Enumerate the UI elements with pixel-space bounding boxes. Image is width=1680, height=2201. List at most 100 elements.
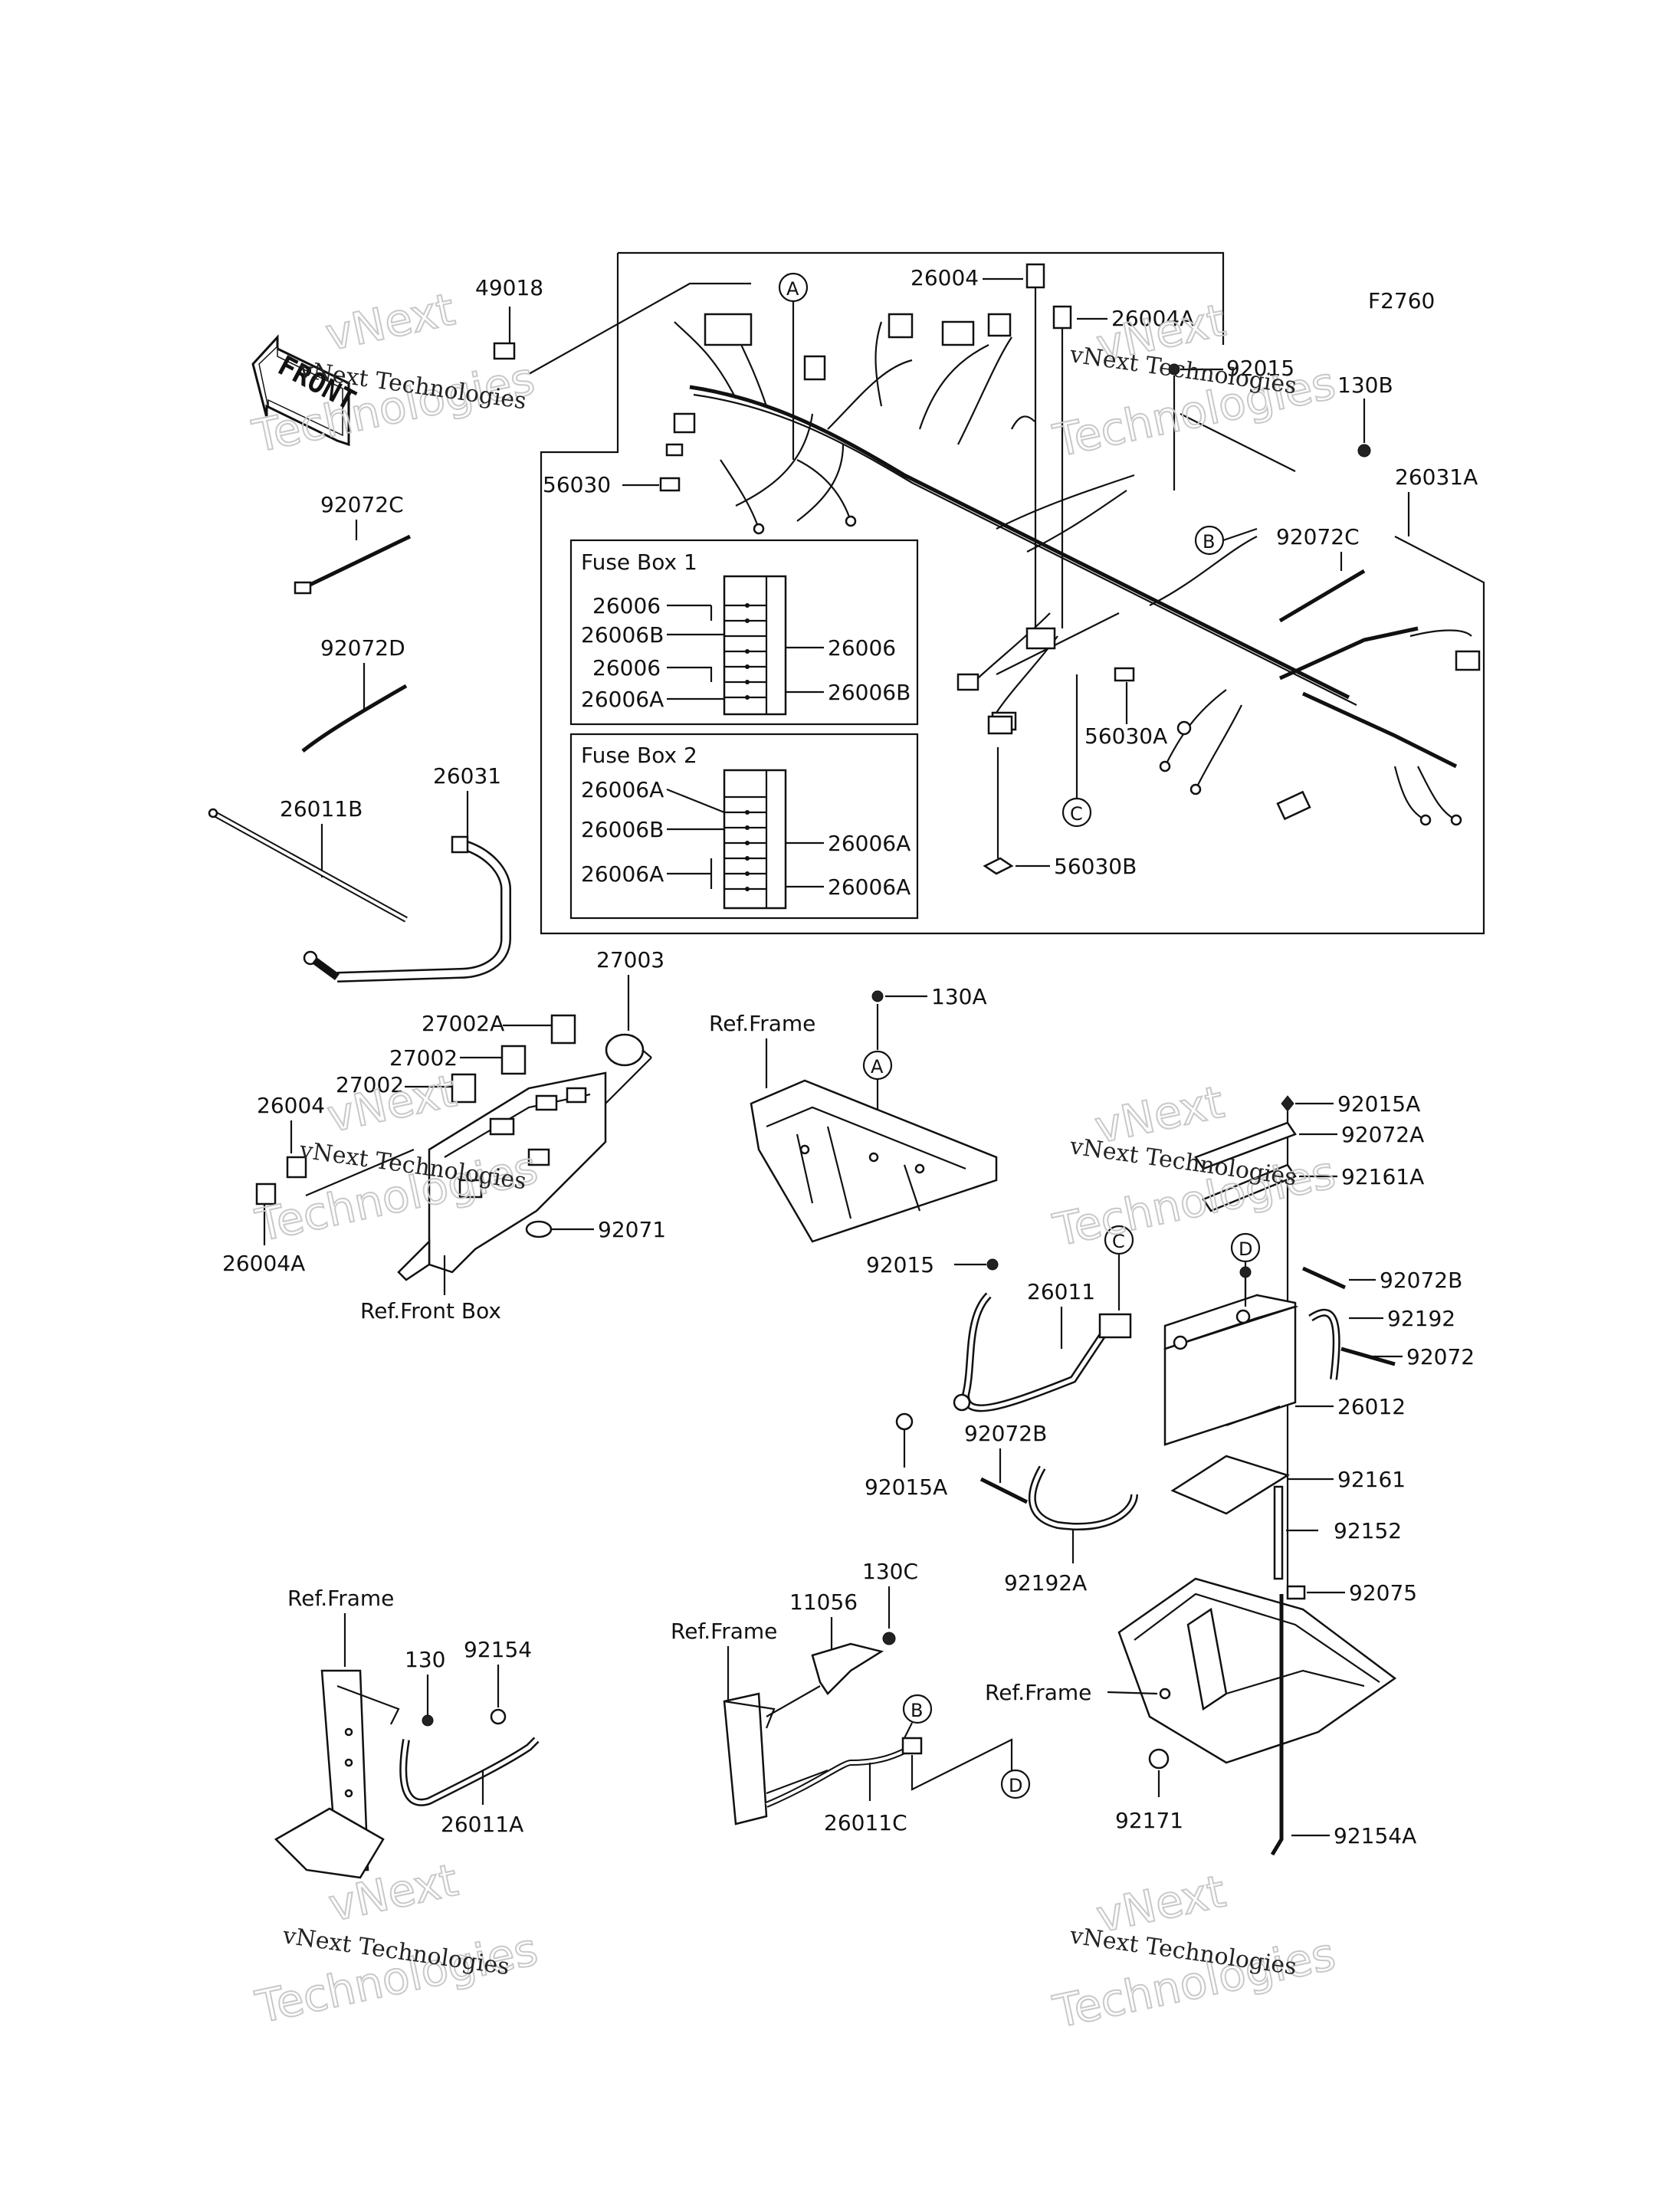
frame-section-center — [750, 1079, 998, 1243]
harness-enclosure — [540, 251, 1485, 935]
label-27003: 27003 — [596, 947, 664, 973]
label-56030: 56030 — [543, 472, 611, 497]
fuse-box-1-left-4: 26006A — [581, 687, 664, 712]
part-26004-icon — [1025, 263, 1045, 289]
label-92171: 92171 — [1115, 1808, 1183, 1833]
front-box-panel — [397, 1057, 652, 1281]
label-11056: 11056 — [789, 1589, 858, 1615]
label-130: 130 — [405, 1647, 445, 1672]
frame-section-left — [274, 1669, 400, 1879]
fuse-box-2-left-2: 26006B — [581, 817, 664, 842]
callout-d2-text: D — [1009, 1775, 1022, 1796]
label-92072B-left: 92072B — [964, 1421, 1047, 1446]
label-49018: 49018 — [475, 275, 543, 300]
label-26012: 26012 — [1337, 1394, 1406, 1419]
grommet-92071-icon — [525, 1220, 553, 1238]
callout-c-text: C — [1070, 803, 1083, 825]
fuse-box-1-right-2: 26006B — [828, 680, 911, 705]
label-27002-b: 27002 — [336, 1072, 404, 1097]
label-56030B: 56030B — [1054, 854, 1137, 879]
bolt-92015-icon — [986, 1258, 999, 1271]
bolt-icon — [1357, 444, 1371, 458]
callout-c2-text: C — [1112, 1231, 1125, 1252]
label-92015-top: 92015 — [1226, 356, 1294, 381]
pad-92161A-icon — [1202, 1163, 1297, 1212]
part-49018-icon — [493, 342, 516, 360]
fuse-box-2-right-1: 26006A — [828, 831, 911, 856]
label-92015-mid: 92015 — [866, 1252, 934, 1278]
label-92192A: 92192A — [1004, 1570, 1087, 1596]
label-27002A: 27002A — [422, 1011, 504, 1036]
rod-92152-icon — [1273, 1485, 1284, 1580]
label-26004A-top: 26004A — [1111, 306, 1194, 331]
label-92161A: 92161A — [1341, 1164, 1424, 1189]
connector-27003-icon — [605, 1033, 645, 1067]
part-56030A-icon — [1114, 667, 1135, 682]
label-92072C-right: 92072C — [1276, 524, 1360, 549]
fuse-box-2-left-3: 26006A — [581, 861, 664, 887]
battery-tray — [1117, 1577, 1397, 1764]
figure-code: F2760 — [1368, 288, 1435, 313]
bolt-92154-icon — [490, 1708, 507, 1725]
bolt-130-icon — [422, 1714, 434, 1727]
callout-d2-circle — [1000, 1769, 1031, 1799]
label-92072D: 92072D — [320, 635, 405, 661]
label-56030A: 56030A — [1084, 723, 1167, 749]
connector-icon — [1455, 650, 1481, 671]
label-92192: 92192 — [1387, 1306, 1455, 1331]
relay-icon — [1098, 1313, 1132, 1339]
nut-92015A-icon — [895, 1412, 914, 1431]
frame-section-mid — [723, 1642, 884, 1825]
label-92072: 92072 — [1406, 1344, 1475, 1369]
fuse-box-1: Fuse Box 1 26006 26006B 26006 26006A 260… — [569, 539, 919, 726]
svg-text:vNext: vNext — [321, 283, 459, 361]
bolt-130C-icon — [882, 1632, 896, 1645]
relay-27002-icon — [451, 1073, 477, 1104]
ref-frame-right: Ref.Frame — [985, 1680, 1091, 1705]
fuse-box-1-left-1: 26006 — [592, 593, 661, 618]
label-26011B: 26011B — [280, 796, 363, 822]
label-26004-mid: 26004 — [257, 1093, 325, 1118]
connector-icon — [901, 1737, 923, 1755]
label-26031: 26031 — [433, 763, 501, 789]
label-130C: 130C — [862, 1559, 918, 1584]
nut-92015A-icon — [1281, 1095, 1294, 1112]
part-56030-icon — [659, 477, 681, 492]
label-26011A: 26011A — [441, 1812, 523, 1837]
label-92154: 92154 — [464, 1637, 532, 1662]
callout-a-text: A — [786, 278, 799, 300]
label-130A: 130A — [931, 984, 987, 1009]
battery-26012 — [1163, 1294, 1299, 1446]
label-92072A: 92072A — [1341, 1122, 1424, 1147]
label-92072B-right: 92072B — [1380, 1268, 1462, 1293]
label-27002-a: 27002 — [389, 1045, 458, 1071]
fuse-box-1-right-1: 26006 — [828, 635, 896, 661]
label-92015A-top: 92015A — [1337, 1091, 1420, 1117]
label-92071: 92071 — [598, 1217, 666, 1242]
callout-d-text: D — [1239, 1238, 1252, 1260]
ref-front-box: Ref.Front Box — [360, 1298, 501, 1324]
label-92075: 92075 — [1349, 1580, 1417, 1606]
bolt-130A-icon — [871, 990, 884, 1002]
relay-27002-icon — [500, 1045, 527, 1075]
fuse-box-1-title: Fuse Box 1 — [581, 549, 697, 575]
cable-tie-icon — [294, 581, 312, 595]
ref-frame-center: Ref.Frame — [709, 1011, 815, 1036]
label-92154A: 92154A — [1334, 1823, 1416, 1848]
label-26011: 26011 — [1027, 1279, 1095, 1304]
ref-frame-mid: Ref.Frame — [671, 1619, 777, 1644]
part-26004A-icon — [1052, 305, 1072, 330]
fuse-box-1-left-3: 26006 — [592, 655, 661, 681]
fuse-box-2: Fuse Box 2 26006A 26006B 26006A 26006A 2… — [569, 733, 919, 920]
label-92015A-bot: 92015A — [865, 1474, 947, 1500]
label-26011C: 26011C — [824, 1810, 907, 1835]
fuse-box-2-title: Fuse Box 2 — [581, 743, 697, 768]
grommet-92171-icon — [1148, 1748, 1170, 1770]
label-92072C-left: 92072C — [320, 492, 404, 517]
fuse-box-1-left-2: 26006B — [581, 622, 664, 648]
clip-92075-icon — [1286, 1585, 1306, 1600]
part-56030B-icon — [983, 857, 1014, 875]
callout-a2-text: A — [871, 1056, 884, 1078]
